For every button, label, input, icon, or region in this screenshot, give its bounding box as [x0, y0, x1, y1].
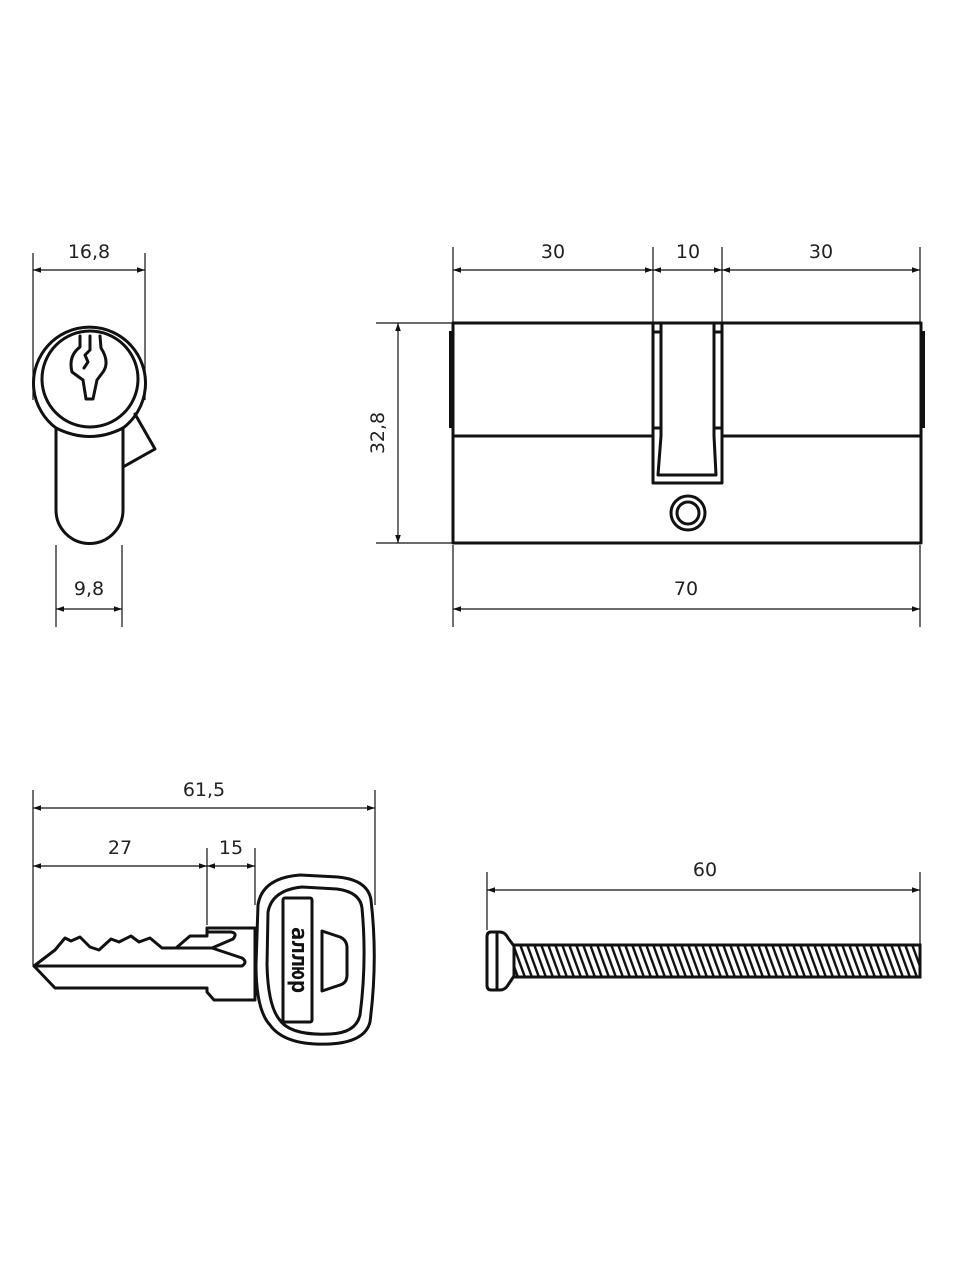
- key-view: 61,5 27 15 аллюр: [32, 779, 376, 1046]
- front-view: 16,8 9,8: [32, 241, 157, 627]
- side-view: 30 10 30 32,8 70: [367, 241, 925, 627]
- screw-hole: [669, 494, 707, 532]
- dimension-label-70: 70: [674, 578, 698, 600]
- end-cap-left: [449, 331, 454, 428]
- keyway: [69, 334, 108, 401]
- key-blade: [32, 926, 257, 1002]
- screw-head: [485, 930, 516, 992]
- dimension-label-center-10: 10: [676, 241, 700, 263]
- dimension-label-61-5: 61,5: [183, 779, 225, 801]
- dimension-label-60: 60: [693, 859, 717, 881]
- cam-lever: [121, 412, 157, 469]
- dimension-label-16-8: 16,8: [68, 241, 110, 263]
- plug-circle: [40, 329, 140, 429]
- dimension-label-15: 15: [219, 837, 243, 859]
- end-cap-right: [920, 331, 925, 428]
- screw-thread: [510, 943, 922, 979]
- screw-view: 60: [485, 859, 922, 992]
- brand-logo-box: [281, 896, 314, 1024]
- dimension-label-right-30: 30: [809, 241, 833, 263]
- dimension-label-27: 27: [108, 837, 132, 859]
- key-head-notch: [320, 929, 349, 993]
- cylinder-profile: [32, 325, 147, 545]
- dimension-label-9-8: 9,8: [74, 578, 104, 600]
- dimension-label-left-30: 30: [541, 241, 565, 263]
- key-head: [254, 873, 376, 1046]
- brand-logo: аллюр: [286, 927, 311, 993]
- dimension-label-32-8: 32,8: [367, 412, 389, 454]
- cam-slot: [651, 321, 724, 485]
